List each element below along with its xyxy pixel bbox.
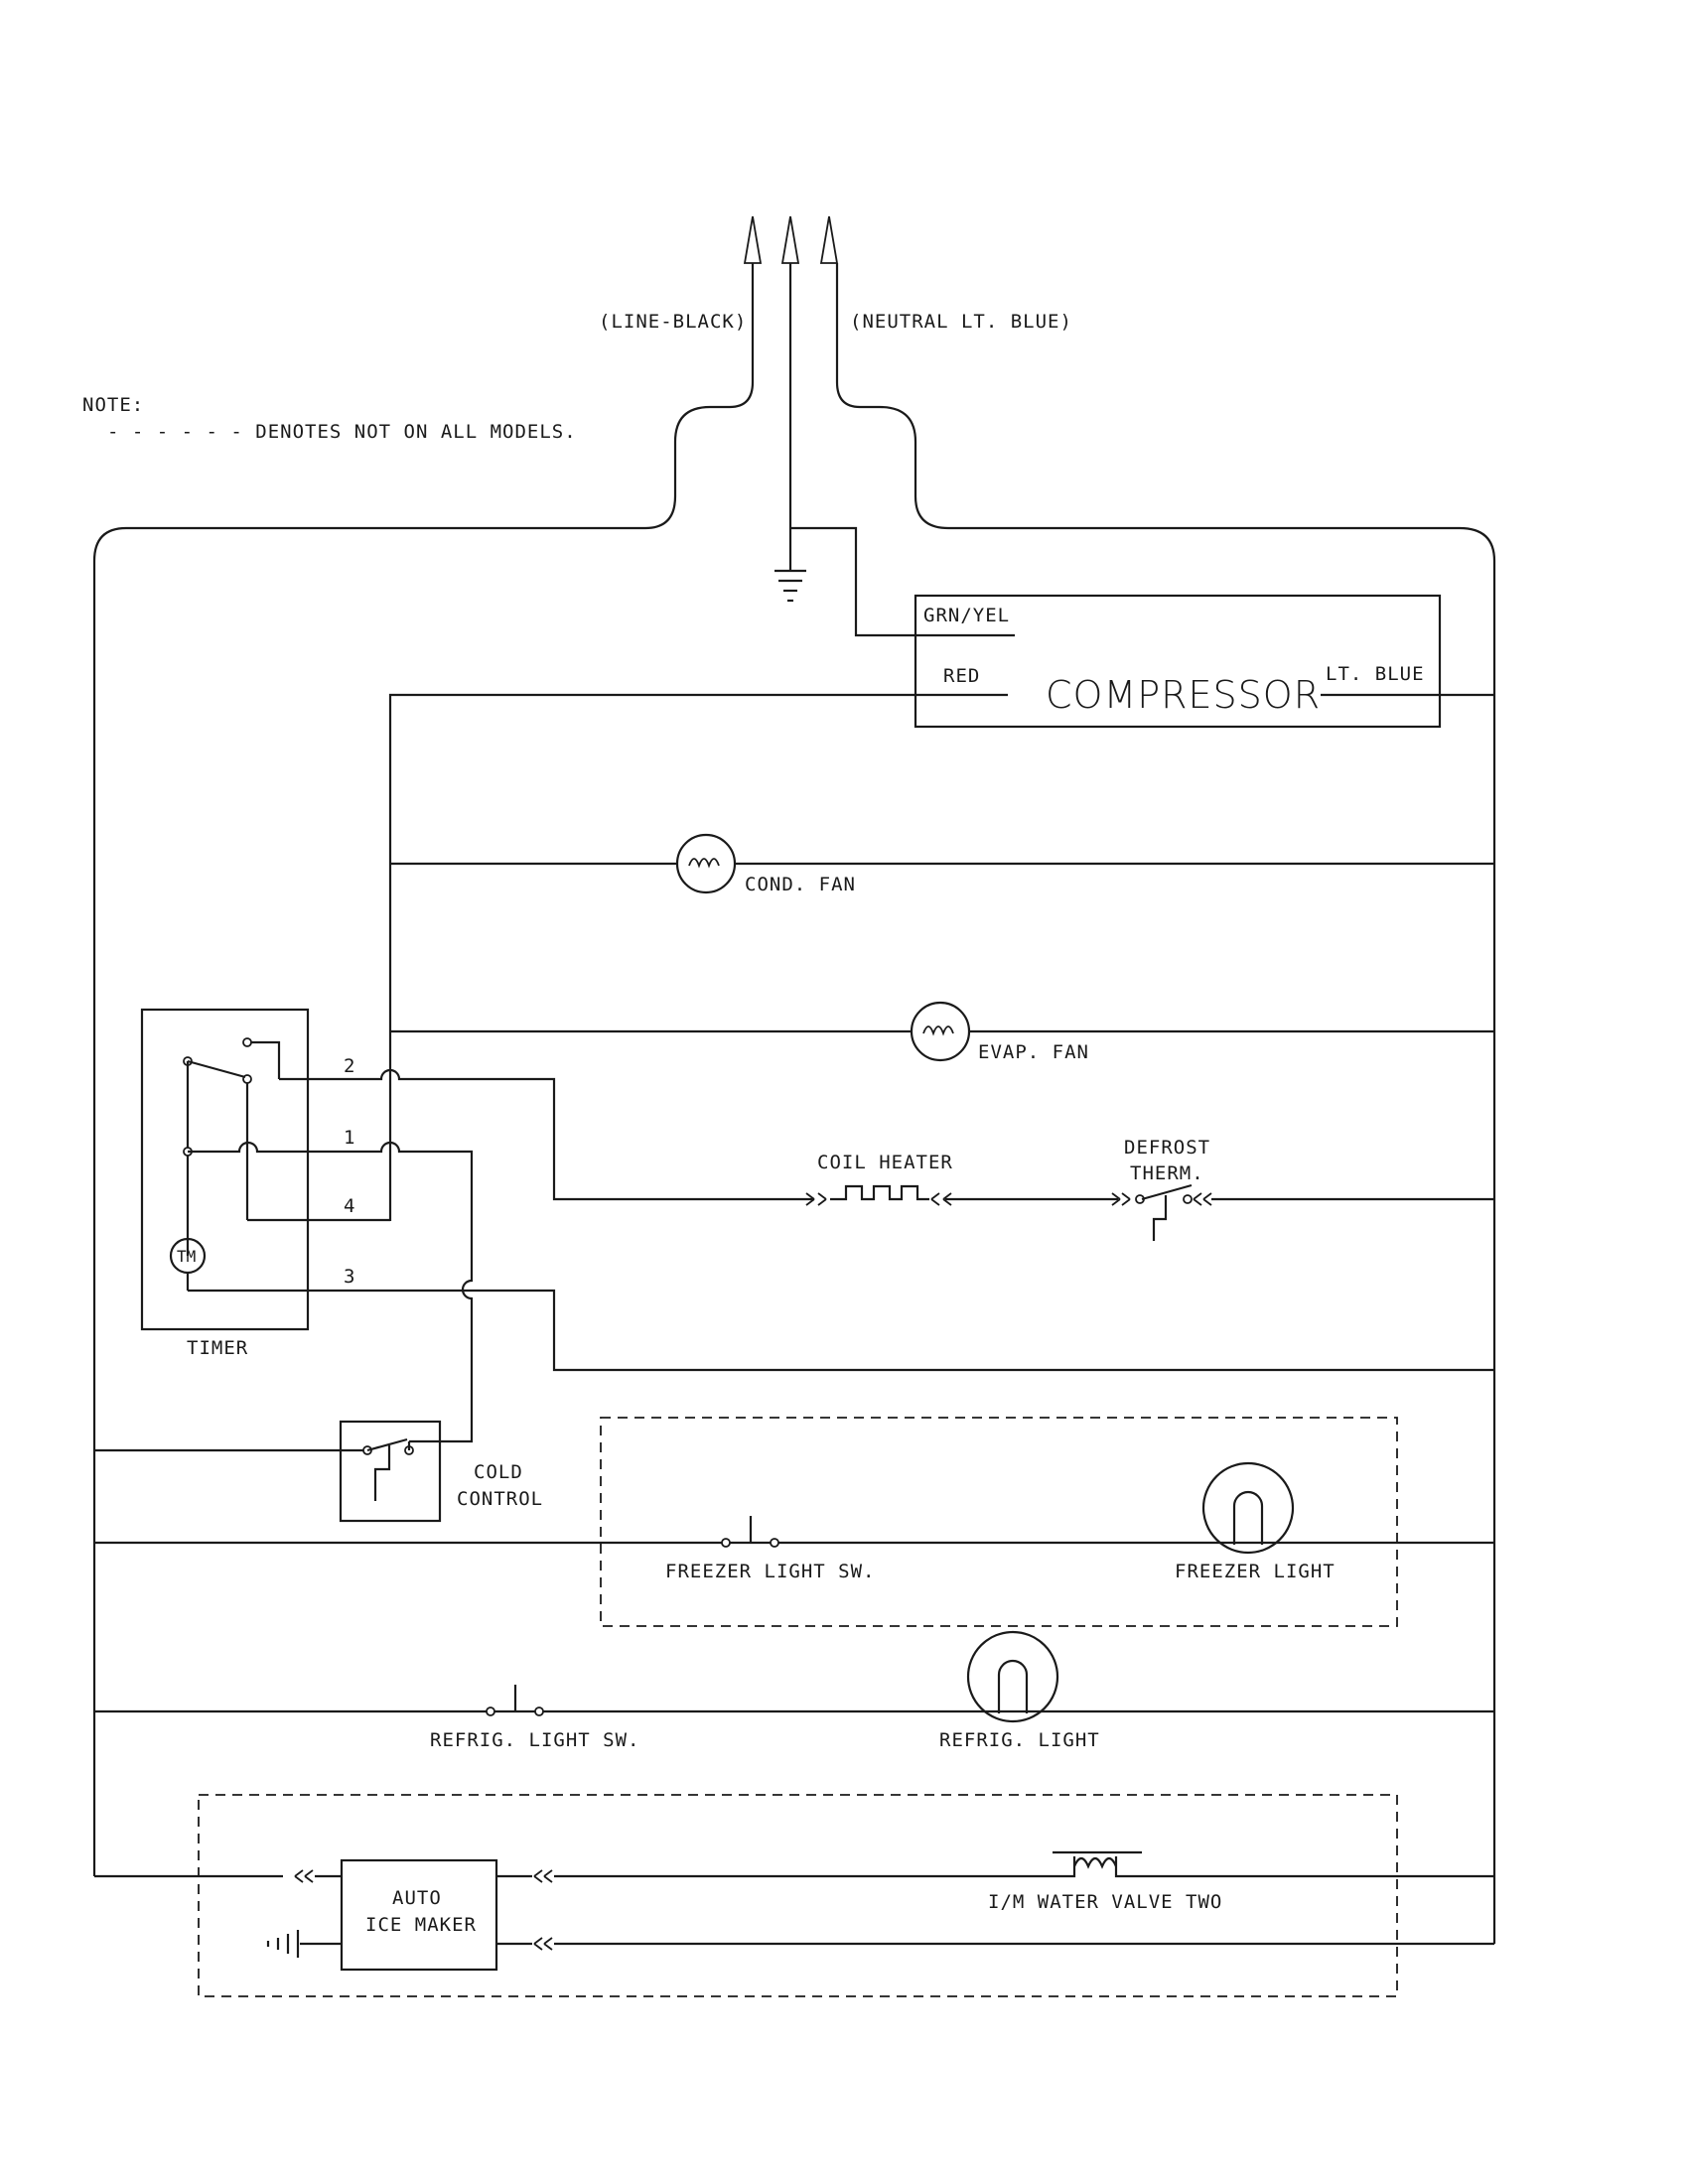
neutral-conductor xyxy=(835,263,1496,1944)
defrost-thermostat xyxy=(1111,1183,1212,1241)
ice-maker-ground-symbol xyxy=(266,1930,342,1958)
note-title: NOTE: xyxy=(82,394,144,416)
auto-ice-maker-label-2: ICE MAKER xyxy=(365,1914,477,1936)
ground-wire xyxy=(790,526,1015,637)
timer-label: TIMER xyxy=(187,1337,248,1359)
timer-terminal-1-wire xyxy=(188,1141,474,1443)
freezer-light-bulb xyxy=(1201,1461,1295,1555)
coil-heater-label: COIL HEATER xyxy=(817,1152,953,1173)
freezer-light-sw-label: FREEZER LIGHT SW. xyxy=(665,1561,875,1582)
auto-ice-maker-label-1: AUTO xyxy=(392,1887,442,1909)
evap-fan-motor xyxy=(910,1001,971,1062)
neutral-label: (NEUTRAL LT. BLUE) xyxy=(850,311,1072,333)
cold-control-label-2: CONTROL xyxy=(457,1488,543,1510)
red-label: RED xyxy=(943,665,980,687)
freezer-light-label: FREEZER LIGHT xyxy=(1175,1561,1336,1582)
auto-ice-maker-box xyxy=(340,1858,498,1972)
defrost-therm-label-2: THERM. xyxy=(1130,1162,1204,1184)
cond-fan-label: COND. FAN xyxy=(745,874,856,895)
timer-terminal-3-wire xyxy=(188,1289,1494,1372)
cond-fan-motor xyxy=(675,833,737,894)
cold-control-switch xyxy=(362,1437,414,1501)
note-text: - - - - - - DENOTES NOT ON ALL MODELS. xyxy=(107,421,577,443)
timer-internals xyxy=(169,1037,281,1291)
compressor-feed xyxy=(388,693,915,1221)
compressor-box xyxy=(914,594,1442,729)
timer-box xyxy=(140,1008,310,1331)
water-valve-label: I/M WATER VALVE TWO xyxy=(988,1891,1222,1913)
refrig-light-label: REFRIG. LIGHT xyxy=(939,1729,1100,1751)
coil-heater xyxy=(805,1184,952,1206)
defrost-therm-label-1: DEFROST xyxy=(1124,1137,1210,1159)
timer-terminal-3: 3 xyxy=(344,1266,355,1288)
water-valve-solenoid xyxy=(1053,1850,1142,1878)
freezer-light-switch xyxy=(721,1516,779,1548)
ground-symbol xyxy=(774,569,806,603)
evap-fan-label: EVAP. FAN xyxy=(978,1041,1089,1063)
timer-terminal-2: 2 xyxy=(344,1055,355,1077)
refrig-light-sw-label: REFRIG. LIGHT SW. xyxy=(430,1729,639,1751)
timer-terminal-2-wire xyxy=(279,1068,814,1201)
timer-motor-label: TM xyxy=(177,1247,196,1266)
power-cord-arrows xyxy=(743,215,839,571)
timer-terminal-1: 1 xyxy=(344,1127,355,1149)
cold-control-label-1: COLD xyxy=(474,1461,523,1483)
grn-yel-label: GRN/YEL xyxy=(923,605,1010,626)
optional-ice-maker-box xyxy=(198,1794,1398,1997)
compressor-label: COMPRESSOR xyxy=(1046,673,1321,717)
optional-freezer-light-box xyxy=(600,1417,1398,1627)
timer-terminal-4: 4 xyxy=(344,1195,355,1217)
cold-control-box xyxy=(339,1420,442,1523)
line-conductor xyxy=(92,263,755,1876)
line-black-label: (LINE-BLACK) xyxy=(599,311,747,333)
refrig-light-switch xyxy=(486,1685,544,1716)
lt-blue-label: LT. BLUE xyxy=(1326,663,1425,685)
refrig-light-bulb xyxy=(966,1630,1059,1723)
